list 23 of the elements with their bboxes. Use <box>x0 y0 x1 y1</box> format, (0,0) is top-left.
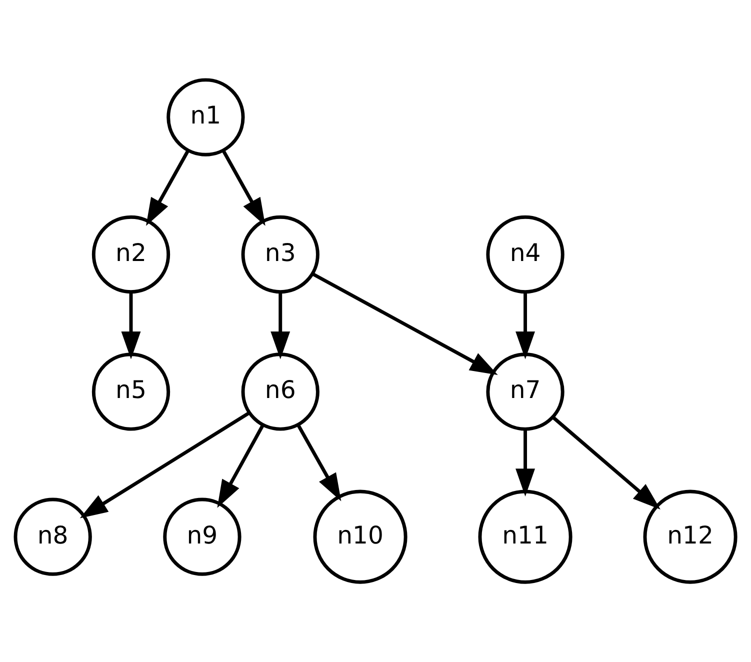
node-circle: n8 <box>14 498 92 576</box>
node-circle: n11 <box>478 490 572 584</box>
node-circle: n12 <box>643 490 738 584</box>
arrow <box>270 292 290 360</box>
node-circle: n5 <box>92 352 170 431</box>
node-circle: n1 <box>166 78 245 156</box>
arrow <box>80 411 250 518</box>
node-circle: n9 <box>163 498 242 576</box>
node-circle: n7 <box>486 352 564 431</box>
arrow <box>516 429 536 497</box>
node-circle: n4 <box>486 215 564 294</box>
node-circle: n3 <box>241 215 320 294</box>
node-circle: n10 <box>313 490 408 584</box>
arrow <box>222 150 266 226</box>
arrow <box>146 150 190 226</box>
arrow <box>217 424 265 508</box>
node-circle: n2 <box>92 215 170 294</box>
arrow <box>552 416 660 510</box>
arrow <box>296 424 342 502</box>
arrow <box>312 272 498 376</box>
arrow <box>516 292 536 360</box>
node-circle: n6 <box>241 352 320 431</box>
arrow <box>121 292 141 360</box>
